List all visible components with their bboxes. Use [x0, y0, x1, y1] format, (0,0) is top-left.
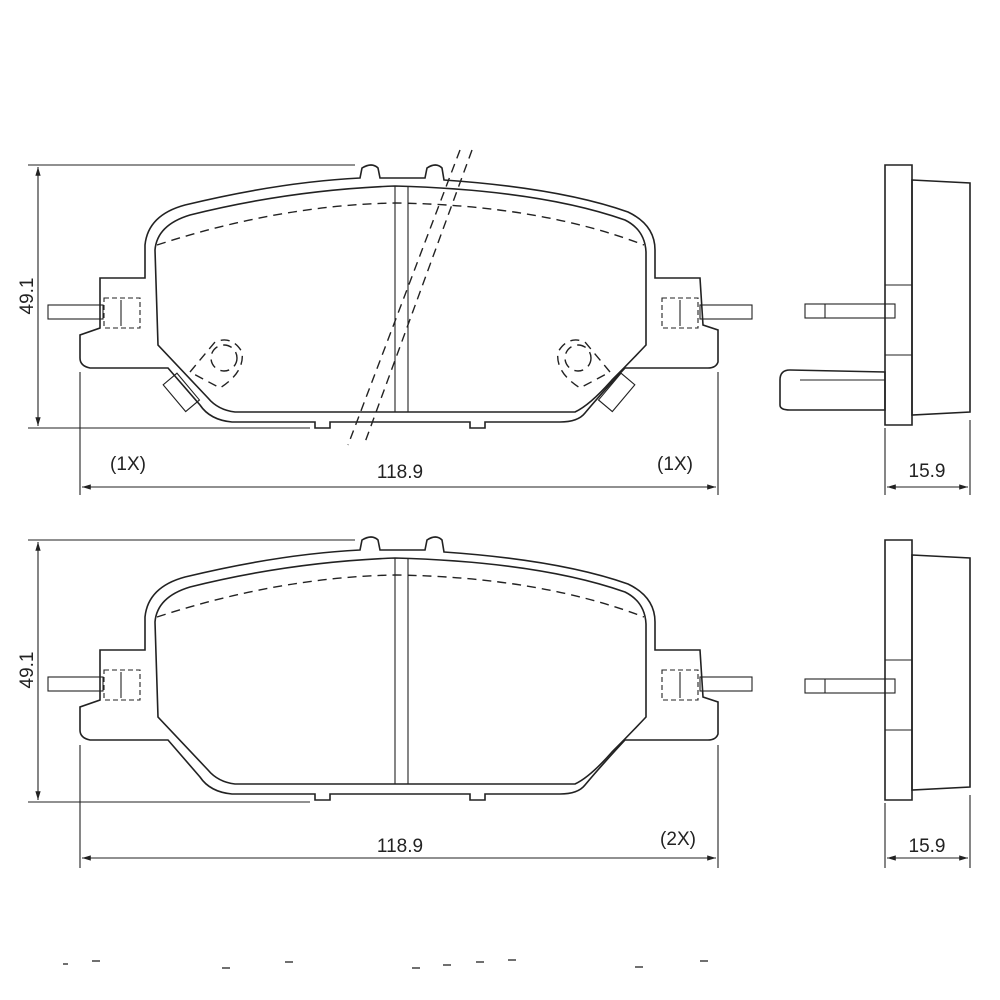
brake-pad-front-view-bottom	[47, 536, 753, 801]
break-lines	[347, 149, 473, 446]
width-dimension: 118.9	[377, 836, 423, 857]
wear-sensor-right	[556, 339, 636, 413]
brake-pad-front-view-top	[47, 149, 753, 446]
quantity-right: (2X)	[660, 829, 696, 850]
spring-clip	[779, 369, 886, 411]
height-dimension: 49.1	[17, 278, 38, 315]
scan-artifacts	[63, 959, 708, 969]
wear-sensor-left	[162, 339, 244, 413]
height-dimension: 49.1	[17, 652, 38, 689]
brake-pad-side-view-top	[779, 164, 971, 426]
width-dimension: 118.9	[377, 462, 423, 483]
dimensions-top: 49.1 118.9 (1X) (1X) 15.9	[17, 164, 971, 495]
quantity-left: (1X)	[110, 454, 146, 475]
dimensions-bottom: 49.1 118.9 (2X) 15.9	[17, 539, 971, 868]
thickness-dimension: 15.9	[909, 461, 946, 482]
thickness-dimension: 15.9	[909, 836, 946, 857]
quantity-right: (1X)	[657, 454, 693, 475]
brake-pad-side-view-bottom	[804, 539, 971, 801]
